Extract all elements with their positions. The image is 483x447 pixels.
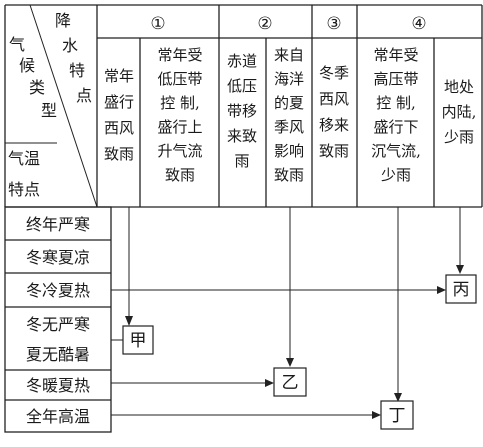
precip-col-2-line: 低压带 xyxy=(157,70,202,88)
precip-col-3-line: 雨 xyxy=(234,152,249,170)
corner-cell: 气 候 类 型 降 水 特 点 气温 特点 xyxy=(8,11,92,199)
precip-col-7-line: 内陆, xyxy=(442,103,477,121)
precip-col-3-line: 赤道 xyxy=(227,52,257,70)
precip-col-4-line: 影响 xyxy=(274,142,304,160)
arrowhead-ding-down xyxy=(394,393,402,402)
precip-col-6-line: 常年受 xyxy=(373,46,418,64)
group-numbers: ① ② ③ ④ xyxy=(150,14,426,34)
result-box-ding xyxy=(380,400,414,430)
precip-col-2-line: 盛行上 xyxy=(157,118,202,136)
arrowhead-bing-right xyxy=(437,286,446,294)
temp-table xyxy=(4,206,112,433)
result-box-yi xyxy=(273,367,307,397)
corner-precip-char: 水 xyxy=(62,36,78,55)
precip-col-3-line: 来致 xyxy=(227,127,257,145)
temp-row-label: 冬暖夏热 xyxy=(26,376,90,395)
result-box-jia xyxy=(122,325,154,355)
precip-col-6-line: 高压带 xyxy=(373,70,418,88)
precip-col-6-line: 沉气流, xyxy=(371,142,421,160)
precip-col-3-line: 低压 xyxy=(227,77,257,95)
result-box-bing xyxy=(445,274,477,304)
precip-col-1-line: 致雨 xyxy=(104,145,134,163)
precip-col-2-line: 升气流 xyxy=(157,142,202,160)
corner-temp-line: 气温 xyxy=(8,149,40,168)
group-number-4: ④ xyxy=(411,14,426,34)
corner-climate-type-char: 气 xyxy=(9,35,25,54)
precip-columns: 常年 盛行 西风 致雨 常年受 低压带 控 制, 盛行上 升气流 致雨 赤道 低… xyxy=(104,46,476,184)
precip-col-4-line: 季风 xyxy=(274,118,304,136)
temp-row-label: 夏无酷暑 xyxy=(26,345,90,364)
corner-temp-line: 特点 xyxy=(8,180,40,199)
precip-col-1-line: 常年 xyxy=(104,67,134,85)
group-number-1: ① xyxy=(150,14,165,34)
group-number-2: ② xyxy=(257,14,272,34)
precip-col-1-line: 盛行 xyxy=(104,93,134,111)
arrowhead-ding-right xyxy=(372,411,381,419)
arrowhead-bing-down xyxy=(456,265,464,274)
precip-col-6-line: 盛行下 xyxy=(373,118,418,136)
arrowhead-jia xyxy=(125,316,133,326)
corner-climate-type-char: 型 xyxy=(41,101,57,120)
precip-col-2-line: 控 制, xyxy=(160,94,200,112)
precip-col-5-line: 致雨 xyxy=(319,142,349,160)
result-ding: 丁 xyxy=(389,406,406,426)
temp-row-label: 终年严寒 xyxy=(26,215,90,234)
result-yi: 乙 xyxy=(282,373,299,393)
arrowhead-yi-right xyxy=(265,379,274,387)
precip-col-6-line: 少雨 xyxy=(381,166,411,184)
temp-row-label: 全年高温 xyxy=(26,407,90,426)
precip-col-4-line: 的夏 xyxy=(274,94,304,112)
precip-col-4-line: 致雨 xyxy=(274,166,304,184)
precip-col-1-line: 西风 xyxy=(104,119,134,137)
result-boxes: 甲 乙 丙 丁 xyxy=(122,274,477,430)
precip-col-7-line: 少雨 xyxy=(444,128,474,146)
corner-precip-char: 特 xyxy=(69,61,85,80)
result-bing: 丙 xyxy=(453,280,470,300)
result-jia: 甲 xyxy=(130,331,147,351)
arrowhead-yi-down xyxy=(286,358,294,367)
precip-col-5-line: 移来 xyxy=(319,116,349,134)
precip-col-4-line: 来自 xyxy=(274,46,304,64)
precip-col-6-line: 控 制, xyxy=(376,94,416,112)
temp-rows: 终年严寒 冬寒夏凉 冬冷夏热 冬无严寒 夏无酷暑 冬暖夏热 全年高温 xyxy=(26,215,90,426)
group-number-3: ③ xyxy=(326,14,341,34)
temp-row-label: 冬冷夏热 xyxy=(26,281,90,300)
precip-col-4-line: 海洋 xyxy=(274,70,304,88)
precip-col-3-line: 带移 xyxy=(227,102,257,120)
temp-row-label: 冬无严寒 xyxy=(26,315,90,334)
precip-col-5-line: 冬季 xyxy=(319,64,349,82)
corner-precip-char: 降 xyxy=(55,11,71,30)
precip-col-2-line: 常年受 xyxy=(157,46,202,64)
connectors xyxy=(111,207,464,419)
temp-row-label: 冬寒夏凉 xyxy=(26,248,90,267)
corner-precip-char: 点 xyxy=(76,86,92,105)
precip-col-7-line: 地处 xyxy=(444,78,474,96)
precip-col-2-line: 致雨 xyxy=(165,166,195,184)
corner-climate-type-char: 候 xyxy=(19,56,35,75)
corner-climate-type-char: 类 xyxy=(29,78,45,97)
precip-col-5-line: 西风 xyxy=(319,90,349,108)
